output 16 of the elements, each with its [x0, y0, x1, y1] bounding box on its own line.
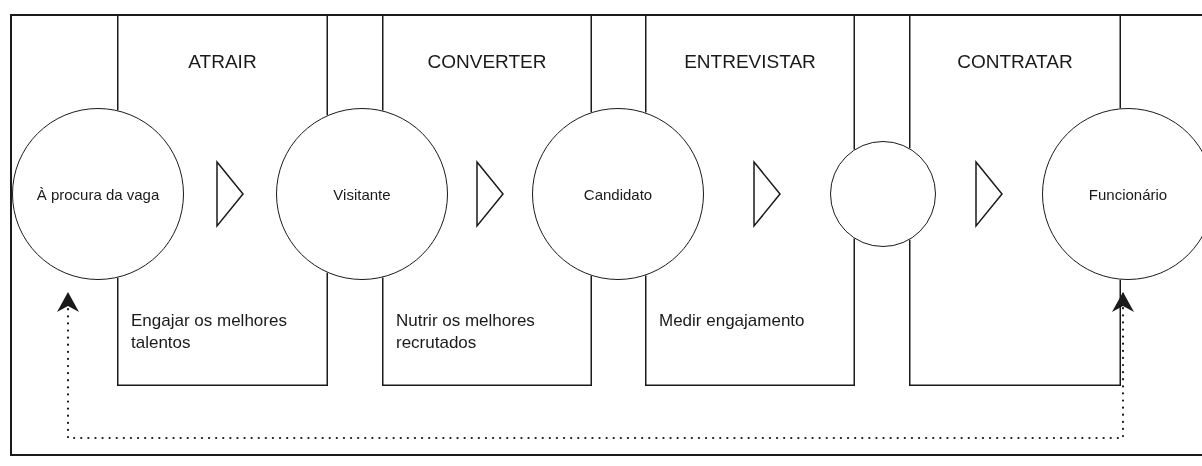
- circle-label: Visitante: [332, 184, 392, 204]
- stage-heading: CONTRATAR: [956, 50, 1074, 74]
- stage-description: Engajar os melhores talentos: [131, 310, 288, 354]
- chevron-arrow: [975, 159, 1003, 229]
- chevron-arrow: [476, 159, 504, 229]
- chevron-arrow: [216, 159, 244, 229]
- chevron-arrow: [753, 159, 781, 229]
- circle-label: Funcionário: [1087, 184, 1169, 204]
- circle-label: À procura da vaga: [35, 184, 161, 204]
- stage-heading: ENTREVISTAR: [683, 50, 817, 74]
- stage-description: Nutrir os melhores recrutados: [396, 310, 536, 354]
- dotted-return-arrow: [57, 292, 1134, 440]
- stage-heading: CONVERTER: [426, 50, 548, 74]
- stage-description: Medir engajamento: [659, 310, 806, 332]
- stage-heading: ATRAIR: [187, 50, 258, 74]
- circle-label: Candidato: [582, 184, 654, 204]
